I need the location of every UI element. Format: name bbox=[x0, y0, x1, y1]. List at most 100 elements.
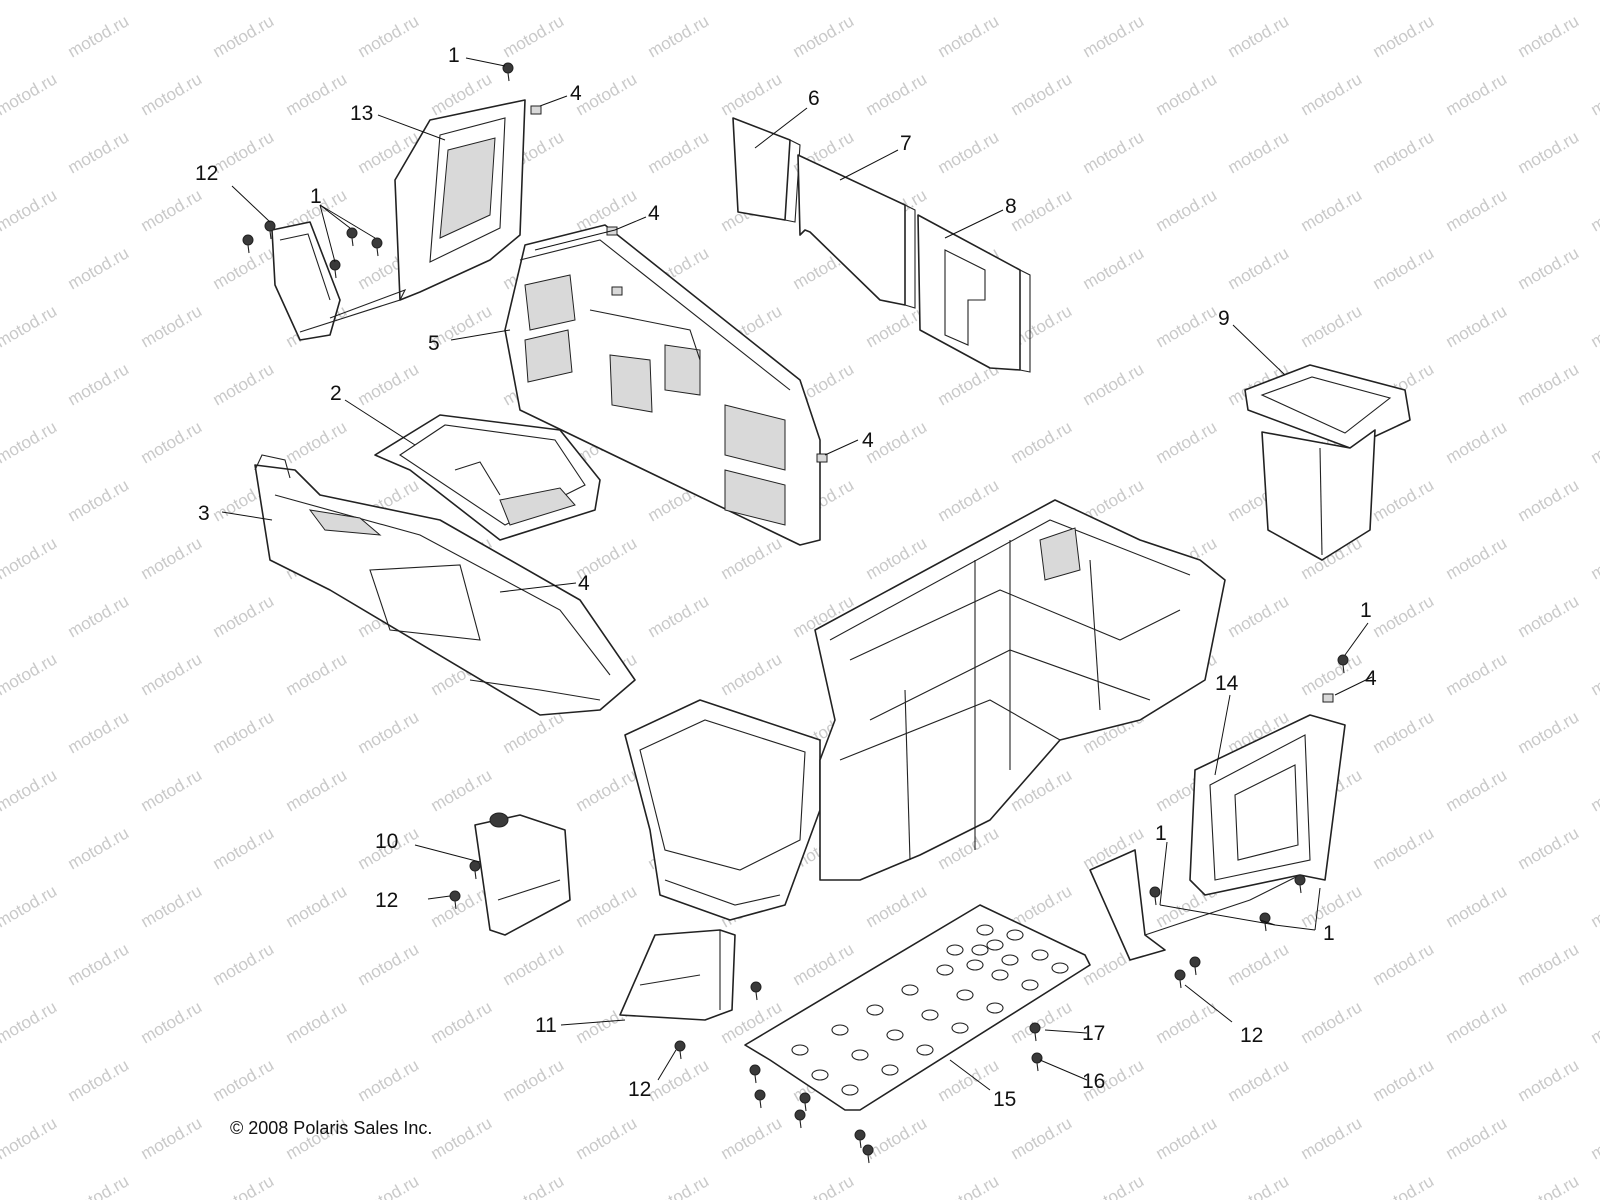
watermark-text: motod.ru bbox=[718, 533, 786, 583]
watermark-text: motod.ru bbox=[1298, 649, 1366, 699]
watermark-text: motod.ru bbox=[138, 881, 206, 931]
watermark-text: motod.ru bbox=[1515, 11, 1583, 61]
watermark-text: motod.ru bbox=[1370, 1171, 1438, 1200]
watermark-text: motod.ru bbox=[863, 881, 931, 931]
watermark-text: motod.ru bbox=[1008, 1113, 1076, 1163]
screw-fastener bbox=[1029, 1022, 1041, 1034]
watermark-text: motod.ru bbox=[1515, 707, 1583, 757]
watermark-text: motod.ru bbox=[1588, 1113, 1600, 1163]
watermark-text: motod.ru bbox=[1298, 301, 1366, 351]
watermark-text: motod.ru bbox=[1080, 1171, 1148, 1200]
watermark-text: motod.ru bbox=[1443, 881, 1511, 931]
screw-fastener bbox=[346, 227, 358, 239]
callout-4: 4 bbox=[1365, 667, 1377, 690]
part-14-right-side-panel bbox=[1089, 714, 1346, 961]
main-frame bbox=[624, 499, 1226, 921]
watermark-text: motod.ru bbox=[1443, 69, 1511, 119]
part-9-storage-bin bbox=[1244, 364, 1411, 561]
screw-shank bbox=[454, 900, 457, 910]
watermark-text: motod.ru bbox=[1153, 301, 1221, 351]
watermark-text: motod.ru bbox=[0, 533, 60, 583]
watermark-text: motod.ru bbox=[718, 1113, 786, 1163]
watermark-text: motod.ru bbox=[1225, 939, 1293, 989]
skid-plate-hole bbox=[831, 1024, 849, 1036]
watermark-text: motod.ru bbox=[1080, 11, 1148, 61]
watermark-text: motod.ru bbox=[138, 0, 206, 3]
screw-shank bbox=[334, 269, 337, 279]
callout-4: 4 bbox=[862, 429, 874, 452]
callout-9: 9 bbox=[1218, 307, 1230, 330]
watermark-text: motod.ru bbox=[1080, 243, 1148, 293]
watermark-text: motod.ru bbox=[1370, 475, 1438, 525]
watermark-text: motod.ru bbox=[645, 1171, 713, 1200]
screw-fastener bbox=[749, 1064, 761, 1076]
watermark-text: motod.ru bbox=[1443, 649, 1511, 699]
watermark-text: motod.ru bbox=[138, 1113, 206, 1163]
watermark-text: motod.ru bbox=[718, 0, 786, 3]
callout-3: 3 bbox=[198, 502, 210, 525]
watermark-text: motod.ru bbox=[210, 127, 278, 177]
watermark-text: motod.ru bbox=[1370, 823, 1438, 873]
watermark-text: motod.ru bbox=[1588, 765, 1600, 815]
callout-2: 2 bbox=[330, 382, 342, 405]
fasteners bbox=[242, 62, 1349, 1164]
watermark-text: motod.ru bbox=[1298, 1113, 1366, 1163]
watermark-text: motod.ru bbox=[1008, 185, 1076, 235]
skid-plate-hole bbox=[851, 1049, 869, 1061]
watermark-text: motod.ru bbox=[1588, 69, 1600, 119]
screw-shank bbox=[1342, 664, 1345, 674]
skid-plate-hole bbox=[936, 964, 954, 976]
watermark-text: motod.ru bbox=[863, 1113, 931, 1163]
watermark-text: motod.ru bbox=[1443, 0, 1511, 3]
part-8-foam-pad bbox=[917, 214, 1031, 373]
watermark-text: motod.ru bbox=[1298, 0, 1366, 3]
skid-plate-hole bbox=[881, 1064, 899, 1076]
callout-4: 4 bbox=[648, 202, 660, 225]
screw-shank bbox=[867, 1154, 870, 1164]
skid-plate-hole bbox=[946, 944, 964, 956]
skid-plate-hole bbox=[976, 924, 994, 936]
watermark-text: motod.ru bbox=[210, 707, 278, 757]
part-7-foam-pad bbox=[797, 154, 916, 309]
watermark-text: motod.ru bbox=[645, 11, 713, 61]
watermark-text: motod.ru bbox=[0, 185, 60, 235]
watermark-text: motod.ru bbox=[138, 301, 206, 351]
watermark-text: motod.ru bbox=[790, 939, 858, 989]
watermark-text: motod.ru bbox=[645, 1055, 713, 1105]
watermark-text: motod.ru bbox=[210, 823, 278, 873]
watermark-text: motod.ru bbox=[935, 11, 1003, 61]
callout-1: 1 bbox=[1360, 599, 1372, 622]
watermark-text: motod.ru bbox=[1443, 185, 1511, 235]
callout-11: 11 bbox=[535, 1014, 557, 1037]
screw-fastener bbox=[854, 1129, 866, 1141]
callout-7: 7 bbox=[900, 132, 912, 155]
watermark-text: motod.ru bbox=[500, 707, 568, 757]
watermark-text: motod.ru bbox=[1515, 1171, 1583, 1200]
screw-shank bbox=[1179, 979, 1182, 989]
part-2-floor-panel bbox=[374, 414, 601, 541]
watermark-text: motod.ru bbox=[0, 301, 60, 351]
watermark-text: motod.ru bbox=[1370, 11, 1438, 61]
watermark-text: motod.ru bbox=[645, 127, 713, 177]
watermark-text: motod.ru bbox=[718, 649, 786, 699]
callout-8: 8 bbox=[1005, 195, 1017, 218]
watermark-text: motod.ru bbox=[138, 765, 206, 815]
screw-fastener bbox=[449, 890, 461, 902]
screw-shank bbox=[1034, 1032, 1037, 1042]
watermark-text: motod.ru bbox=[355, 939, 423, 989]
watermark-text: motod.ru bbox=[1588, 185, 1600, 235]
callout-1: 1 bbox=[1323, 922, 1335, 945]
clip-fastener bbox=[530, 105, 542, 115]
watermark-text: motod.ru bbox=[0, 1113, 60, 1163]
watermark-text: motod.ru bbox=[500, 1055, 568, 1105]
screw-fastener bbox=[242, 234, 254, 246]
callout-12: 12 bbox=[195, 162, 218, 185]
watermark-text: motod.ru bbox=[65, 359, 133, 409]
screw-shank bbox=[859, 1139, 862, 1149]
skid-plate-hole bbox=[966, 959, 984, 971]
watermark-text: motod.ru bbox=[283, 417, 351, 467]
watermark-text: motod.ru bbox=[1153, 417, 1221, 467]
watermark-text: motod.ru bbox=[935, 1055, 1003, 1105]
watermark-text: motod.ru bbox=[1153, 0, 1221, 3]
